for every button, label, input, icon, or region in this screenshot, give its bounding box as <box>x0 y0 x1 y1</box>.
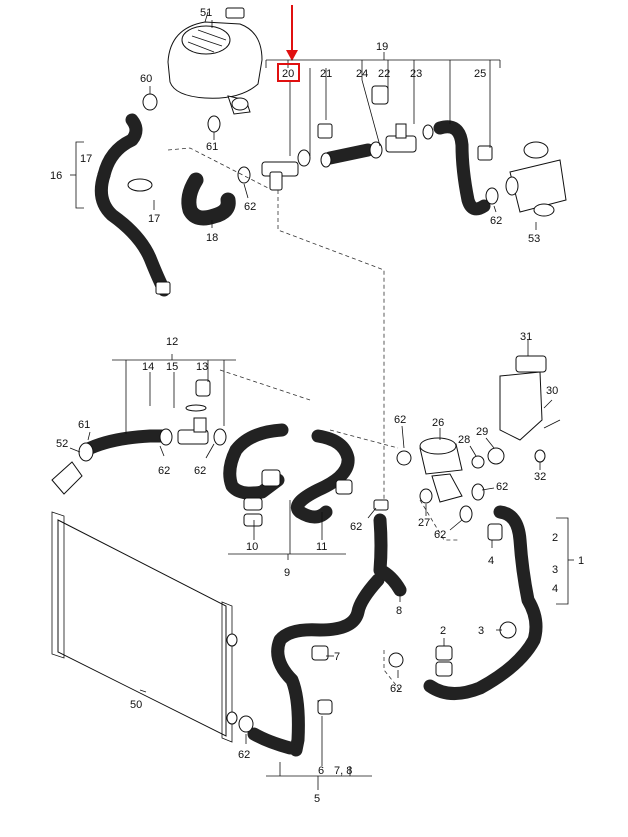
label-7: 7 <box>334 651 340 663</box>
upper-fittings <box>127 85 499 295</box>
label-53: 53 <box>528 233 540 245</box>
label-11: 11 <box>316 541 327 553</box>
label-12: 12 <box>166 336 178 348</box>
label-17-lower: 17 <box>148 213 160 225</box>
label-15: 15 <box>166 361 178 373</box>
label-61-top: 61 <box>206 141 218 153</box>
label-13: 13 <box>196 361 208 373</box>
label-31: 31 <box>520 331 532 343</box>
valve-block-53 <box>505 141 567 217</box>
label-10: 10 <box>246 541 258 553</box>
label-25: 25 <box>474 68 486 80</box>
label-2-lower: 2 <box>440 625 446 637</box>
label-60: 60 <box>140 73 152 85</box>
label-62-top-right: 62 <box>490 215 502 227</box>
label-23: 23 <box>410 68 422 80</box>
label-62-mid-left: 62 <box>158 465 170 477</box>
hose-group-12 <box>51 379 227 495</box>
label-16: 16 <box>50 170 62 182</box>
connection-lines <box>167 147 460 710</box>
label-19: 19 <box>376 41 388 53</box>
label-3-right: 3 <box>552 564 558 576</box>
expansion-tank <box>167 7 263 115</box>
label-14: 14 <box>142 361 154 373</box>
label-8: 8 <box>396 605 402 617</box>
label-61-mid: 61 <box>78 419 90 431</box>
label-62-top-left: 62 <box>244 201 256 213</box>
label-18: 18 <box>206 232 218 244</box>
label-62-lower-right: 62 <box>390 683 402 695</box>
label-21: 21 <box>320 68 332 80</box>
upper-hoses <box>94 113 491 297</box>
pump-assembly-26 <box>396 355 561 523</box>
label-4-right: 4 <box>552 583 558 595</box>
label-29: 29 <box>476 426 488 438</box>
label-17-upper: 17 <box>80 153 92 165</box>
label-26: 26 <box>432 417 444 429</box>
label-62-hose-left: 62 <box>350 521 362 533</box>
label-2-right: 2 <box>552 532 558 544</box>
label-32: 32 <box>534 471 546 483</box>
label-6: 6 <box>318 765 324 777</box>
label-3-lower: 3 <box>478 625 484 637</box>
label-7-8: 7, 8 <box>334 765 352 777</box>
label-50: 50 <box>130 699 142 711</box>
label-62-pump-left: 62 <box>394 414 406 426</box>
label-62-pump-right: 62 <box>496 481 508 493</box>
hose-group-9 <box>223 423 355 527</box>
label-24: 24 <box>356 68 368 80</box>
radiator <box>51 511 238 743</box>
part-labels: 51 60 61 16 17 17 18 62 19 20 21 24 22 2… <box>50 7 584 805</box>
label-27: 27 <box>418 517 430 529</box>
label-5: 5 <box>314 793 320 805</box>
leader-lines <box>69 20 574 790</box>
label-30: 30 <box>546 385 558 397</box>
label-20: 20 <box>282 68 294 80</box>
label-4-clamp: 4 <box>488 555 494 567</box>
hose-group-5 <box>238 499 407 757</box>
label-1: 1 <box>578 555 584 567</box>
label-51: 51 <box>200 7 212 19</box>
label-28: 28 <box>458 434 470 446</box>
label-9: 9 <box>284 567 290 579</box>
label-20-highlight-box <box>277 63 300 82</box>
label-62-pump-bottom: 62 <box>434 529 446 541</box>
label-62-lower-left: 62 <box>238 749 250 761</box>
label-22: 22 <box>378 68 390 80</box>
label-52: 52 <box>56 438 68 450</box>
hose-group-1 <box>423 505 543 700</box>
label-62-mid-center: 62 <box>194 465 206 477</box>
highlight-arrow-icon <box>286 5 298 61</box>
